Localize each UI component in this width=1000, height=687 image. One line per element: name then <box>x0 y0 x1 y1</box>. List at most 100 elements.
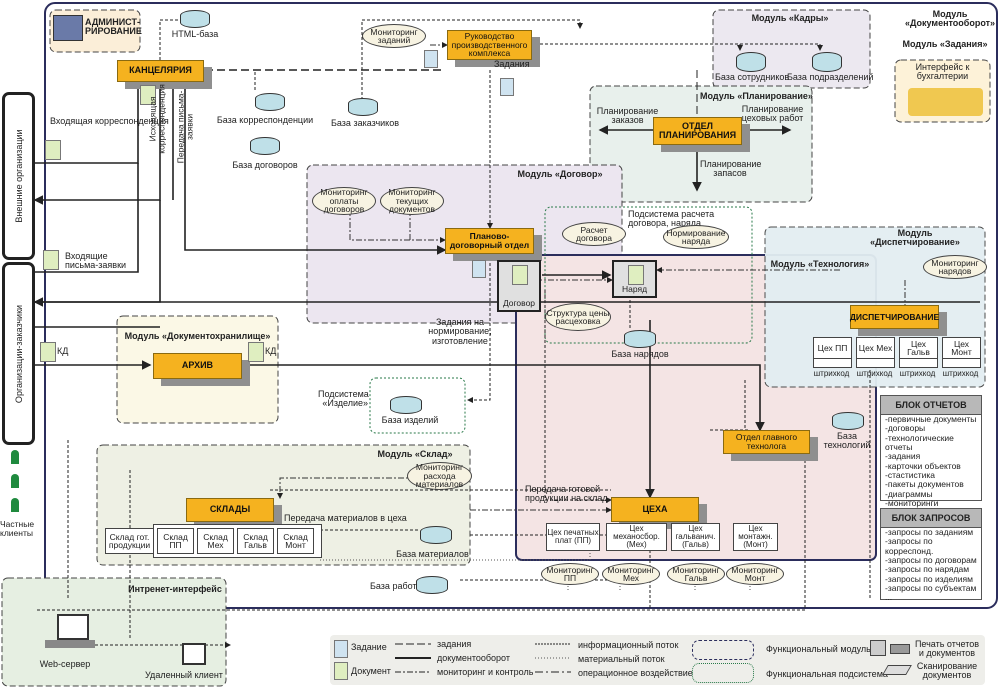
legend-subsystem-sample <box>692 663 754 683</box>
reports-item: -мониторинги <box>885 498 939 509</box>
legend-l4: информационный поток <box>578 640 679 650</box>
label-kd-left: КД <box>57 346 69 356</box>
database-icon <box>420 526 452 544</box>
document-icon <box>40 342 56 362</box>
keyboard-icon <box>45 640 95 648</box>
mon-mat-ellipse[interactable]: Мониторинг расхода материалов <box>407 462 472 490</box>
queries-item: -запросы по нарядам <box>885 564 970 575</box>
reports-item: -стастистика <box>885 470 936 481</box>
dispatch-shop[interactable]: Цех Мех <box>856 337 895 359</box>
remote-client-icon <box>182 643 206 665</box>
reports-item-text: карточки объектов <box>887 460 961 471</box>
ceha-node[interactable]: ЦЕХА <box>611 497 699 522</box>
mon-nar-ellipse[interactable]: Мониторинг нарядов <box>923 255 987 279</box>
warehouse[interactable]: Склад Мех <box>197 528 234 554</box>
label-pered-mat: Передача материалов в цеха <box>284 513 407 523</box>
database-icon <box>416 576 448 594</box>
shop[interactable]: Цех гальванич. (Гальв) <box>671 523 720 551</box>
barcode-icon <box>813 358 852 368</box>
reports-item-text: пакеты документов <box>887 479 964 490</box>
legend-doc: Документ <box>351 666 391 676</box>
dispatch-shop[interactable]: Цех Гальв <box>899 337 938 359</box>
legend-scan: Сканирование документов <box>916 661 978 681</box>
disp-node[interactable]: ДИСПЕТЧИРОВАНИЕ <box>850 305 939 329</box>
arhiv-node[interactable]: АРХИВ <box>153 353 242 379</box>
warehouse[interactable]: Склад ПП <box>157 528 194 554</box>
subsystem-calc-title: Подсистема расчета договора, наряда <box>628 209 715 229</box>
legend-l5: материальный поток <box>578 654 665 664</box>
reports-item-text: мониторинги <box>887 498 939 509</box>
legend-task: Задание <box>351 642 387 652</box>
rukov-node[interactable]: Руководство производственного комплекса <box>447 30 532 60</box>
queries-title: БЛОК ЗАПРОСОВ <box>881 509 981 528</box>
norm-ellipse[interactable]: Нормирование наряда <box>663 225 729 249</box>
reports-item-text: диаграммы <box>887 488 933 499</box>
warehouse[interactable]: Склад Монт <box>277 528 314 554</box>
database-icon <box>348 98 378 116</box>
strukt-ellipse[interactable]: Структура цены расцеховка <box>545 303 611 331</box>
warehouse-gotov[interactable]: Склад гот. продукции <box>105 528 154 554</box>
database-icon <box>812 52 842 72</box>
legend-print: Печать отчетов и документов <box>914 639 980 659</box>
reports-item-text: договоры <box>887 423 926 434</box>
module-plan-title: Модуль «Планирование» <box>700 91 813 101</box>
label-zad-norm: Задания на нормирование, изготовление <box>428 317 492 346</box>
document-icon <box>512 265 528 285</box>
printer-icon <box>870 640 886 656</box>
mon-tek-ellipse[interactable]: Мониторинг текущих документов <box>380 187 444 215</box>
label-pered: Передача письма-заявки <box>175 90 195 164</box>
buh-interface-title: Интерфейс к бухгалтерии <box>915 62 970 82</box>
database-icon <box>390 396 422 414</box>
mon-mont-ellipse[interactable]: Мониторинг Монт <box>726 563 784 585</box>
module-zadaniya-title: Модуль «Задания» <box>902 39 988 49</box>
legend-l6: операционное воздействие <box>578 668 693 678</box>
private-clients[interactable]: Частные клиенты <box>0 519 35 538</box>
document-icon <box>140 85 156 105</box>
reports-block: БЛОК ОТЧЕТОВ-первичные документы-договор… <box>880 395 982 508</box>
shop[interactable]: Цех печатных плат (ПП) <box>546 523 600 551</box>
legend-l3: мониторинг и контроль <box>437 667 534 677</box>
document-icon <box>43 250 59 270</box>
mon-pp-ellipse[interactable]: Мониторинг ПП <box>541 563 599 585</box>
sklady-node[interactable]: СКЛАДЫ <box>186 498 274 522</box>
tehnolog-node[interactable]: Отдел главного технолога <box>723 430 810 454</box>
shop[interactable]: Цех монтажн. (Монт) <box>733 523 778 551</box>
barcode-label: штрихкод <box>899 369 936 378</box>
otdel-plan-node[interactable]: ОТДЕЛ ПЛАНИРОВАНИЯ <box>653 117 742 145</box>
label-vh-pisma: Входящие письма-заявки <box>65 251 127 271</box>
module-sklad-title: Модуль «Склад» <box>377 449 453 459</box>
task-icon <box>334 640 348 658</box>
module-dochran-title: Модуль «Документохранилище» <box>124 331 271 341</box>
reports-item-text: задания <box>887 451 921 462</box>
dispatch-shop[interactable]: Цех ПП <box>813 337 852 359</box>
mon-meh-ellipse[interactable]: Мониторинг Мех <box>602 563 660 585</box>
module-kadry-title: Модуль «Кадры» <box>751 13 829 23</box>
person-icon <box>11 474 19 488</box>
queries-item-text: запросы по корреспонд. <box>885 536 934 556</box>
customer-orgs[interactable]: Организации-заказчики <box>2 262 35 445</box>
mon-galv-ellipse[interactable]: Мониторинг Гальв <box>667 563 725 585</box>
web-server-label[interactable]: Web-сервер <box>39 659 91 669</box>
reports-item: -договоры <box>885 423 926 434</box>
legend-line-samples <box>395 643 431 673</box>
mon-opl-ellipse[interactable]: Мониторинг оплаты договоров <box>312 187 376 215</box>
queries-item: -запросы по корреспонд. <box>885 536 934 556</box>
kanc-node[interactable]: КАНЦЕЛЯРИЯ <box>117 60 204 82</box>
dispatch-shop[interactable]: Цех Монт <box>942 337 981 359</box>
module-internet-title: Интренет-интерфейс <box>128 584 222 594</box>
mon-zad-ellipse[interactable]: Мониторинг заданий <box>362 24 426 48</box>
external-orgs[interactable]: Внешние организации <box>2 92 35 260</box>
module-tech-title: Модуль «Технология» <box>770 259 870 269</box>
rasch-ellipse[interactable]: Расчет договора <box>562 222 626 246</box>
module-dogovor-title: Модуль «Договор» <box>517 169 603 179</box>
warehouse[interactable]: Склад Гальв <box>237 528 274 554</box>
shop[interactable]: Цех механосбор. (Мех) <box>606 523 667 551</box>
remote-client-label[interactable]: Удаленный клиент <box>145 670 223 680</box>
plan-dog-node[interactable]: Планово-договорный отдел <box>445 228 534 254</box>
barcode-label: штрихкод <box>942 369 979 378</box>
document-icon <box>45 140 61 160</box>
label-zadaniya: Задания <box>494 59 530 69</box>
queries-item-text: запросы по субъектам <box>887 583 977 594</box>
reports-item-text: стастистика <box>887 470 936 481</box>
